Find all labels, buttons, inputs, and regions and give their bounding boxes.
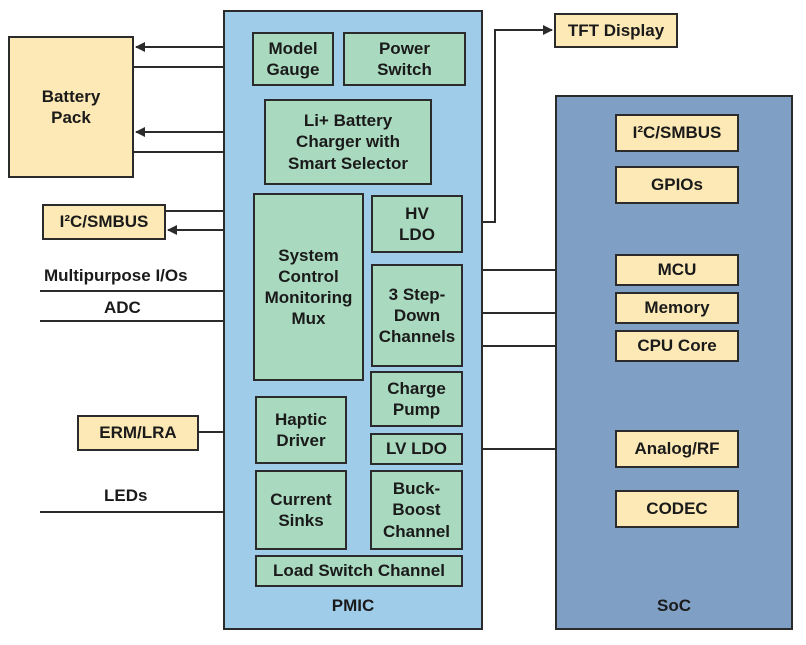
tft-display-label: TFT Display xyxy=(567,20,665,40)
erm-lra: ERM/LRA xyxy=(77,415,199,451)
memory-label: Memory xyxy=(644,298,710,318)
mcu-label: MCU xyxy=(657,260,697,280)
gpios-label: GPIOs xyxy=(651,175,703,195)
external-i2c-smbus: I²C/SMBUS xyxy=(42,204,166,240)
codec: CODEC xyxy=(615,490,739,528)
step-down-channels-label: 3 Step- Down Channels xyxy=(378,284,456,347)
current-sinks: Current Sinks xyxy=(255,470,347,550)
battery-pack-label: Battery Pack xyxy=(41,86,101,127)
soc-i2c-smbus-label: I²C/SMBUS xyxy=(632,123,722,143)
multipurpose-io-label: Multipurpose I/Os xyxy=(44,266,188,285)
adc-label: ADC xyxy=(104,298,141,317)
mcu: MCU xyxy=(615,254,739,286)
charge-pump-label: Charge Pump xyxy=(387,378,446,419)
lv-ldo: LV LDO xyxy=(370,433,463,465)
memory: Memory xyxy=(615,292,739,324)
system-control-mux: System Control Monitoring Mux xyxy=(253,193,364,381)
buck-boost-channel-label: Buck- Boost Channel xyxy=(382,479,451,541)
step-down-channels: 3 Step- Down Channels xyxy=(371,264,463,367)
load-switch-channel-label: Load Switch Channel xyxy=(273,561,445,581)
analog-rf: Analog/RF xyxy=(615,430,739,468)
codec-label: CODEC xyxy=(646,499,708,519)
cpu-core: CPU Core xyxy=(615,330,739,362)
battery-pack: Battery Pack xyxy=(8,36,134,178)
battery-charger: Li+ Battery Charger with Smart Selector xyxy=(264,99,432,185)
gpios: GPIOs xyxy=(615,166,739,204)
pmic-label: PMIC xyxy=(331,596,375,615)
erm-lra-label: ERM/LRA xyxy=(99,423,177,443)
model-gauge-label: Model Gauge xyxy=(266,38,320,79)
haptic-driver-label: Haptic Driver xyxy=(275,409,327,450)
leds-label: LEDs xyxy=(104,486,148,505)
cpu-core-label: CPU Core xyxy=(637,336,717,356)
external-i2c-smbus-label: I²C/SMBUS xyxy=(59,212,149,232)
system-control-mux-label: System Control Monitoring Mux xyxy=(264,245,353,329)
hv-ldo-label: HV LDO xyxy=(399,203,435,244)
power-switch: Power Switch xyxy=(343,32,466,86)
battery-charger-label: Li+ Battery Charger with Smart Selector xyxy=(288,111,408,173)
buck-boost-channel: Buck- Boost Channel xyxy=(370,470,463,550)
hv-ldo: HV LDO xyxy=(371,195,463,253)
power-switch-label: Power Switch xyxy=(377,38,432,79)
analog-rf-label: Analog/RF xyxy=(634,439,720,459)
soc-label: SoC xyxy=(657,596,691,615)
current-sinks-label: Current Sinks xyxy=(270,489,332,530)
soc-i2c-smbus: I²C/SMBUS xyxy=(615,114,739,152)
model-gauge: Model Gauge xyxy=(252,32,334,86)
tft-display: TFT Display xyxy=(554,13,678,48)
lv-ldo-label: LV LDO xyxy=(385,439,448,459)
charge-pump: Charge Pump xyxy=(370,371,463,427)
load-switch-channel: Load Switch Channel xyxy=(255,555,463,587)
haptic-driver: Haptic Driver xyxy=(255,396,347,464)
